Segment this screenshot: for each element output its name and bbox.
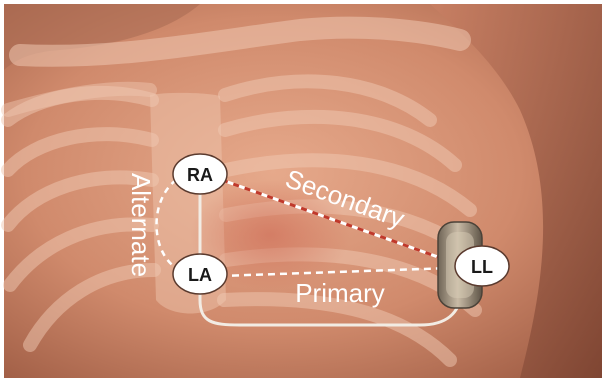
electrode-ll: LL xyxy=(455,246,509,286)
alternate-label: Alternate xyxy=(126,173,156,277)
ll-label: LL xyxy=(471,257,493,277)
primary-label: Primary xyxy=(295,278,385,308)
electrode-ra: RA xyxy=(173,154,227,194)
la-label: LA xyxy=(188,265,212,285)
electrode-la: LA xyxy=(173,254,227,294)
ra-label: RA xyxy=(187,165,213,185)
